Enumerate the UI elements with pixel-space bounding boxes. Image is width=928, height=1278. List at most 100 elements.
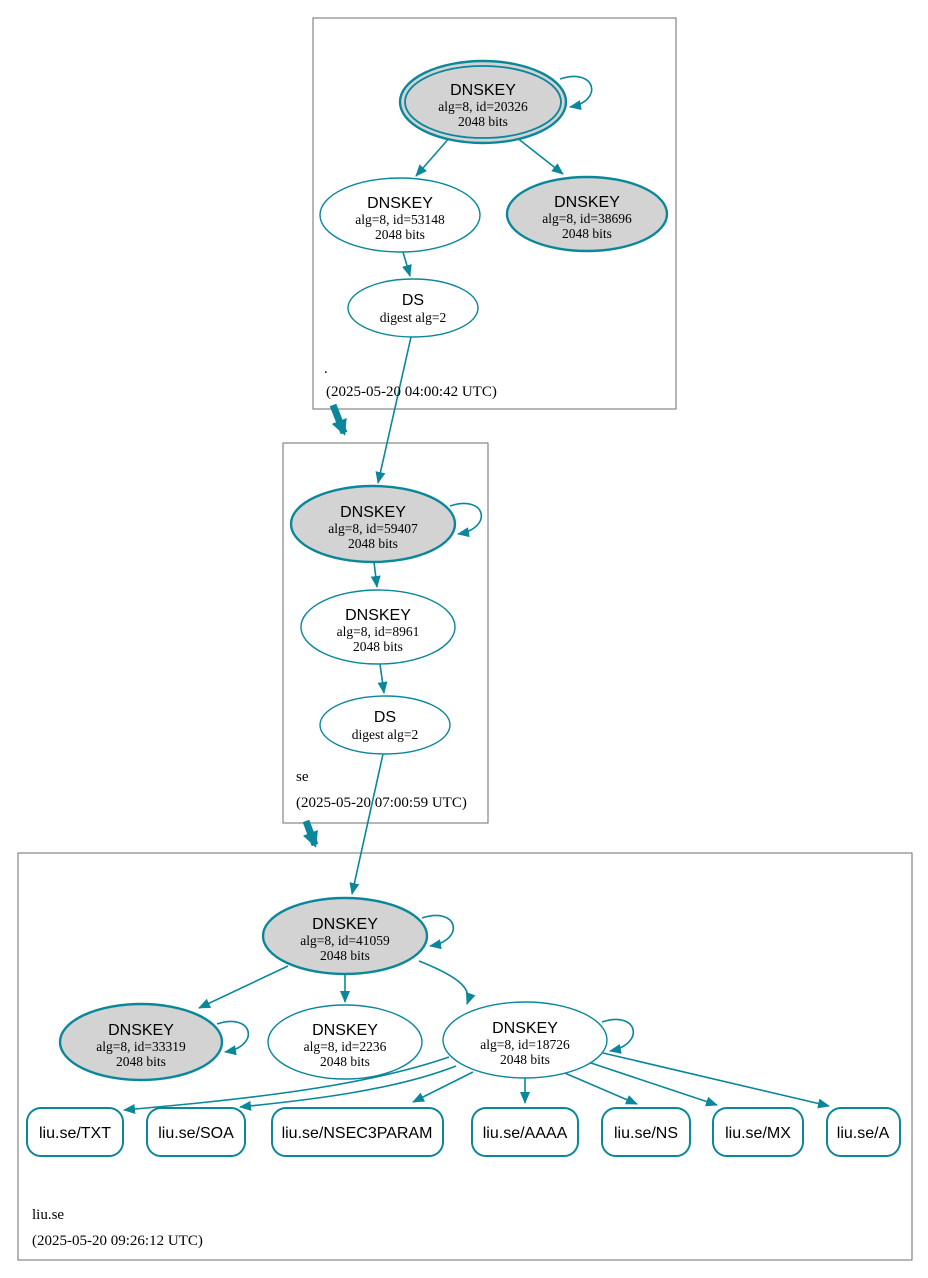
ds-node-root: DS digest alg=2 xyxy=(347,278,479,338)
edge-dnskey-18726-to-ns xyxy=(559,1070,638,1105)
rrset-mx-label: liu.se/MX xyxy=(725,1125,791,1142)
rrset-node-txt: liu.se/TXT xyxy=(26,1107,124,1157)
edge-delegation-root-to-se xyxy=(329,403,348,436)
rrset-node-mx: liu.se/MX xyxy=(712,1107,804,1157)
rrset-soa-label: liu.se/SOA xyxy=(158,1125,234,1142)
dnskey-38696-bits: 2048 bits xyxy=(562,226,612,241)
ds-root-detail: digest alg=2 xyxy=(380,310,446,325)
rrset-nsec3param-label: liu.se/NSEC3PARAM xyxy=(282,1125,433,1142)
edge-se-ds-to-liuse-dnskey-41059 xyxy=(349,753,384,895)
dnskey-20326-title: DNSKEY xyxy=(450,82,516,99)
dnskey-2236-ellipse[interactable] xyxy=(267,1004,423,1080)
edge-self-sign-dnskey-59407 xyxy=(449,502,483,538)
dnskey-18726-ellipse[interactable] xyxy=(442,1001,608,1079)
rrset-a-label: liu.se/A xyxy=(837,1125,890,1142)
dnskey-2236-bits: 2048 bits xyxy=(320,1054,370,1069)
zone-timestamp-root: (2025-05-20 04:00:42 UTC) xyxy=(326,384,497,400)
dnskey-20326-inner-ellipse xyxy=(404,65,562,139)
dnskey-59407-title: DNSKEY xyxy=(340,504,406,521)
edge-dnskey-18726-to-nsec3param xyxy=(412,1071,474,1103)
dnskey-8961-title: DNSKEY xyxy=(345,607,411,624)
edge-dnskey-41059-to-18726 xyxy=(418,960,476,1005)
edge-dnskey-59407-to-8961 xyxy=(370,561,381,588)
edge-dnskey-53148-to-ds xyxy=(402,251,412,277)
rrset-ns-label: liu.se/NS xyxy=(614,1125,678,1142)
dnskey-node-18726: DNSKEY alg=8, id=18726 2048 bits xyxy=(442,1001,608,1079)
dnskey-53148-bits: 2048 bits xyxy=(375,227,425,242)
zone-box-liu-se xyxy=(17,852,913,1261)
ds-node-se: DS digest alg=2 xyxy=(319,695,451,755)
dnskey-node-33319: DNSKEY alg=8, id=33319 2048 bits xyxy=(58,1002,224,1082)
dnskey-node-38696: DNSKEY alg=8, id=38696 2048 bits xyxy=(505,175,669,253)
dnskey-18726-detail: alg=8, id=18726 xyxy=(480,1037,570,1052)
rrset-node-a: liu.se/A xyxy=(826,1107,901,1157)
edge-dnskey-20326-to-38696 xyxy=(515,136,564,175)
dnskey-33319-detail: alg=8, id=33319 xyxy=(96,1039,186,1054)
edge-root-ds-to-se-dnskey-59407 xyxy=(375,336,412,484)
dnskey-33319-ellipse[interactable] xyxy=(58,1002,224,1082)
rrset-a-box[interactable] xyxy=(826,1107,901,1157)
edge-dnskey-18726-to-soa xyxy=(239,1065,457,1111)
dnskey-20326-detail: alg=8, id=20326 xyxy=(438,99,528,114)
ds-se-ellipse[interactable] xyxy=(319,695,451,755)
dnskey-53148-detail: alg=8, id=53148 xyxy=(355,212,445,227)
dnskey-20326-ellipse[interactable] xyxy=(398,59,568,145)
dnskey-38696-ellipse[interactable] xyxy=(505,175,669,253)
edge-delegation-se-to-liuse xyxy=(302,819,319,848)
dnskey-33319-title: DNSKEY xyxy=(108,1022,174,1039)
dnskey-node-59407: DNSKEY alg=8, id=59407 2048 bits xyxy=(289,484,457,564)
rrset-node-nsec3param: liu.se/NSEC3PARAM xyxy=(271,1107,444,1157)
dnskey-8961-bits: 2048 bits xyxy=(353,639,403,654)
zone-box-root xyxy=(312,17,677,410)
edge-dnskey-20326-to-53148 xyxy=(415,135,452,177)
dnskey-node-2236: DNSKEY alg=8, id=2236 2048 bits xyxy=(267,1004,423,1080)
dnskey-18726-title: DNSKEY xyxy=(492,1020,558,1037)
dnskey-node-53148: DNSKEY alg=8, id=53148 2048 bits xyxy=(319,177,481,253)
edge-self-sign-dnskey-18726 xyxy=(601,1018,635,1054)
dnskey-41059-detail: alg=8, id=41059 xyxy=(300,933,390,948)
dnskey-node-8961: DNSKEY alg=8, id=8961 2048 bits xyxy=(300,589,456,665)
ds-se-title: DS xyxy=(374,709,396,726)
rrset-node-soa: liu.se/SOA xyxy=(146,1107,246,1157)
zone-label-root: . xyxy=(324,361,328,377)
rrset-nsec3param-box[interactable] xyxy=(271,1107,444,1157)
edge-self-sign-dnskey-41059 xyxy=(421,914,455,950)
edge-dnskey-18726-to-txt xyxy=(123,1056,450,1114)
dnskey-41059-ellipse[interactable] xyxy=(261,896,429,976)
dnskey-8961-ellipse[interactable] xyxy=(300,589,456,665)
rrset-txt-box[interactable] xyxy=(26,1107,124,1157)
ds-root-ellipse[interactable] xyxy=(347,278,479,338)
rrset-aaaa-label: liu.se/AAAA xyxy=(483,1125,568,1142)
dnskey-18726-bits: 2048 bits xyxy=(500,1052,550,1067)
dnskey-2236-detail: alg=8, id=2236 xyxy=(304,1039,387,1054)
rrset-txt-label: liu.se/TXT xyxy=(39,1125,111,1142)
edge-dnskey-41059-to-33319 xyxy=(198,965,289,1009)
edge-self-sign-dnskey-20326 xyxy=(559,75,593,111)
edge-self-sign-dnskey-33319 xyxy=(216,1020,250,1056)
dnskey-node-20326: DNSKEY alg=8, id=20326 2048 bits xyxy=(398,59,568,145)
rrset-aaaa-box[interactable] xyxy=(471,1107,579,1157)
edge-dnskey-18726-to-mx xyxy=(587,1061,718,1107)
rrset-mx-box[interactable] xyxy=(712,1107,804,1157)
ds-root-title: DS xyxy=(402,292,424,309)
dnskey-41059-title: DNSKEY xyxy=(312,916,378,933)
zone-label-se: se xyxy=(296,769,309,785)
dnskey-59407-detail: alg=8, id=59407 xyxy=(328,521,418,536)
edge-dnskey-18726-to-a xyxy=(602,1052,830,1109)
rrset-ns-box[interactable] xyxy=(601,1107,691,1157)
dnskey-59407-ellipse[interactable] xyxy=(289,484,457,564)
rrset-node-ns: liu.se/NS xyxy=(601,1107,691,1157)
dnskey-59407-bits: 2048 bits xyxy=(348,536,398,551)
rrset-soa-box[interactable] xyxy=(146,1107,246,1157)
dnskey-node-41059: DNSKEY alg=8, id=41059 2048 bits xyxy=(261,896,429,976)
dnskey-38696-detail: alg=8, id=38696 xyxy=(542,211,632,226)
dnskey-41059-bits: 2048 bits xyxy=(320,948,370,963)
dnskey-2236-title: DNSKEY xyxy=(312,1022,378,1039)
dnskey-20326-bits: 2048 bits xyxy=(458,114,508,129)
dnskey-38696-title: DNSKEY xyxy=(554,194,620,211)
dnskey-53148-ellipse[interactable] xyxy=(319,177,481,253)
zone-timestamp-se: (2025-05-20 07:00:59 UTC) xyxy=(296,795,467,811)
dnskey-33319-bits: 2048 bits xyxy=(116,1054,166,1069)
edge-dnskey-8961-to-ds xyxy=(377,663,388,694)
